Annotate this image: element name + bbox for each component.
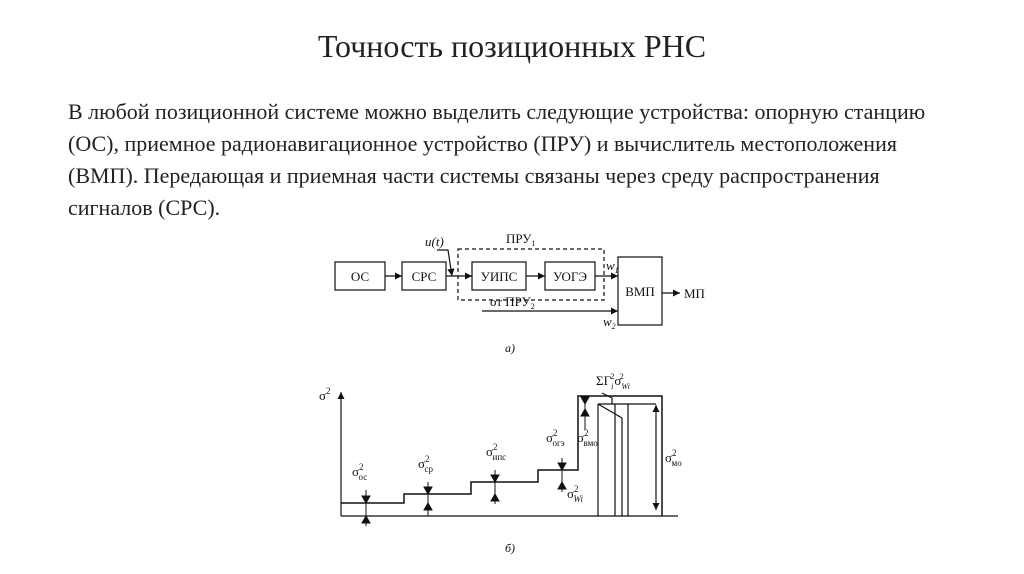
sum-bracket: [601, 392, 613, 404]
caption-b: б): [505, 541, 515, 555]
block-diagram-a-labels: ОС СРС УИПС УОГЭ ВМП МП u(t) ПРУ1 от ПРУ…: [351, 231, 705, 355]
label-vmp: ВМП: [625, 284, 655, 299]
label-uoge: УОГЭ: [553, 269, 587, 284]
diag-line: [597, 403, 623, 419]
block-vmp: [617, 256, 663, 326]
label-from-pru2: от ПРУ2: [490, 294, 535, 311]
step-indicators: [361, 396, 590, 526]
label-pru1: ПРУ1: [506, 231, 536, 248]
slide-paragraph: В любой позиционной системе можно выдели…: [68, 99, 926, 220]
staircase-diagram-b: [337, 392, 678, 517]
label-u-t: u(t): [425, 234, 444, 249]
label-os: ОС: [351, 269, 369, 284]
slide-title: Точность позиционных РНС: [317, 28, 707, 64]
input-u-arrow: [437, 249, 455, 277]
label-mp: МП: [684, 286, 705, 301]
label-sum-gamma-sigma: ΣΓi2σWi2: [596, 372, 630, 391]
label-w2: w2: [603, 314, 616, 331]
label-srs: СРС: [412, 269, 437, 284]
caption-a: а): [505, 341, 515, 355]
error-staircase: [341, 395, 663, 516]
label-w1: w1: [606, 258, 619, 275]
label-uips: УИПС: [481, 269, 518, 284]
pru1-group-box: [457, 248, 605, 301]
axis-sigma-label: σ2: [319, 386, 331, 403]
block-diagram-a: [334, 248, 680, 326]
